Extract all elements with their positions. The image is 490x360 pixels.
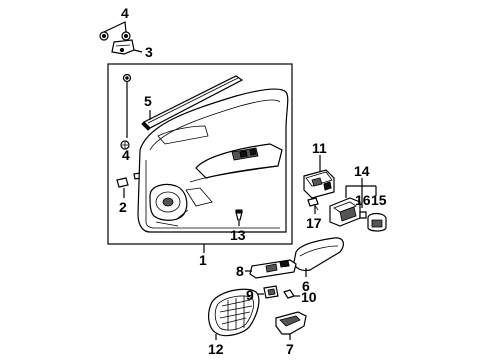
clip-top-right: [121, 31, 131, 41]
callout-7: 7: [286, 341, 294, 357]
window-switch-11: [303, 169, 335, 199]
callout-16: 16: [355, 192, 371, 208]
callout-1: 1: [199, 252, 207, 268]
callout-3: 3: [145, 44, 153, 60]
callout-12: 12: [208, 341, 224, 357]
leader-4-top: [103, 21, 127, 33]
screw-4-lower: [120, 140, 130, 150]
callout-14: 14: [354, 163, 370, 179]
callout-13: 13: [230, 227, 246, 243]
door-handle-housing: [329, 197, 361, 227]
callout-10: 10: [301, 289, 317, 305]
switch-panel-8: [249, 259, 297, 279]
callout-4-top: 4: [121, 5, 129, 21]
pocket-7: [275, 311, 307, 335]
leader-3: [133, 49, 143, 53]
switch-9: [263, 285, 279, 299]
clip-top-left: [99, 31, 109, 41]
callout-5: 5: [144, 93, 152, 109]
bracket-14-lines: [345, 178, 377, 208]
callout-4-left: 4: [122, 147, 130, 163]
callout-15: 15: [371, 192, 387, 208]
callout-9: 9: [246, 287, 254, 303]
clip-10: [283, 289, 295, 299]
molding-strip-5: [141, 75, 244, 131]
escutcheon-15: [367, 212, 387, 232]
bracket-3: [111, 39, 135, 55]
speaker-grille-12: [208, 288, 260, 337]
armrest-6: [293, 237, 344, 272]
door-panel-frame: [107, 63, 293, 245]
callout-11: 11: [312, 140, 327, 156]
callout-2: 2: [119, 199, 127, 215]
door-trim-panel: [137, 88, 289, 233]
clip-13: [235, 209, 243, 221]
callout-6: 6: [302, 278, 310, 294]
clip-16: [359, 211, 367, 219]
callout-17: 17: [306, 215, 322, 231]
callout-8: 8: [236, 263, 244, 279]
clip-2: [116, 172, 142, 198]
clip-17: [307, 197, 319, 211]
clip-4-upper: [122, 73, 132, 83]
